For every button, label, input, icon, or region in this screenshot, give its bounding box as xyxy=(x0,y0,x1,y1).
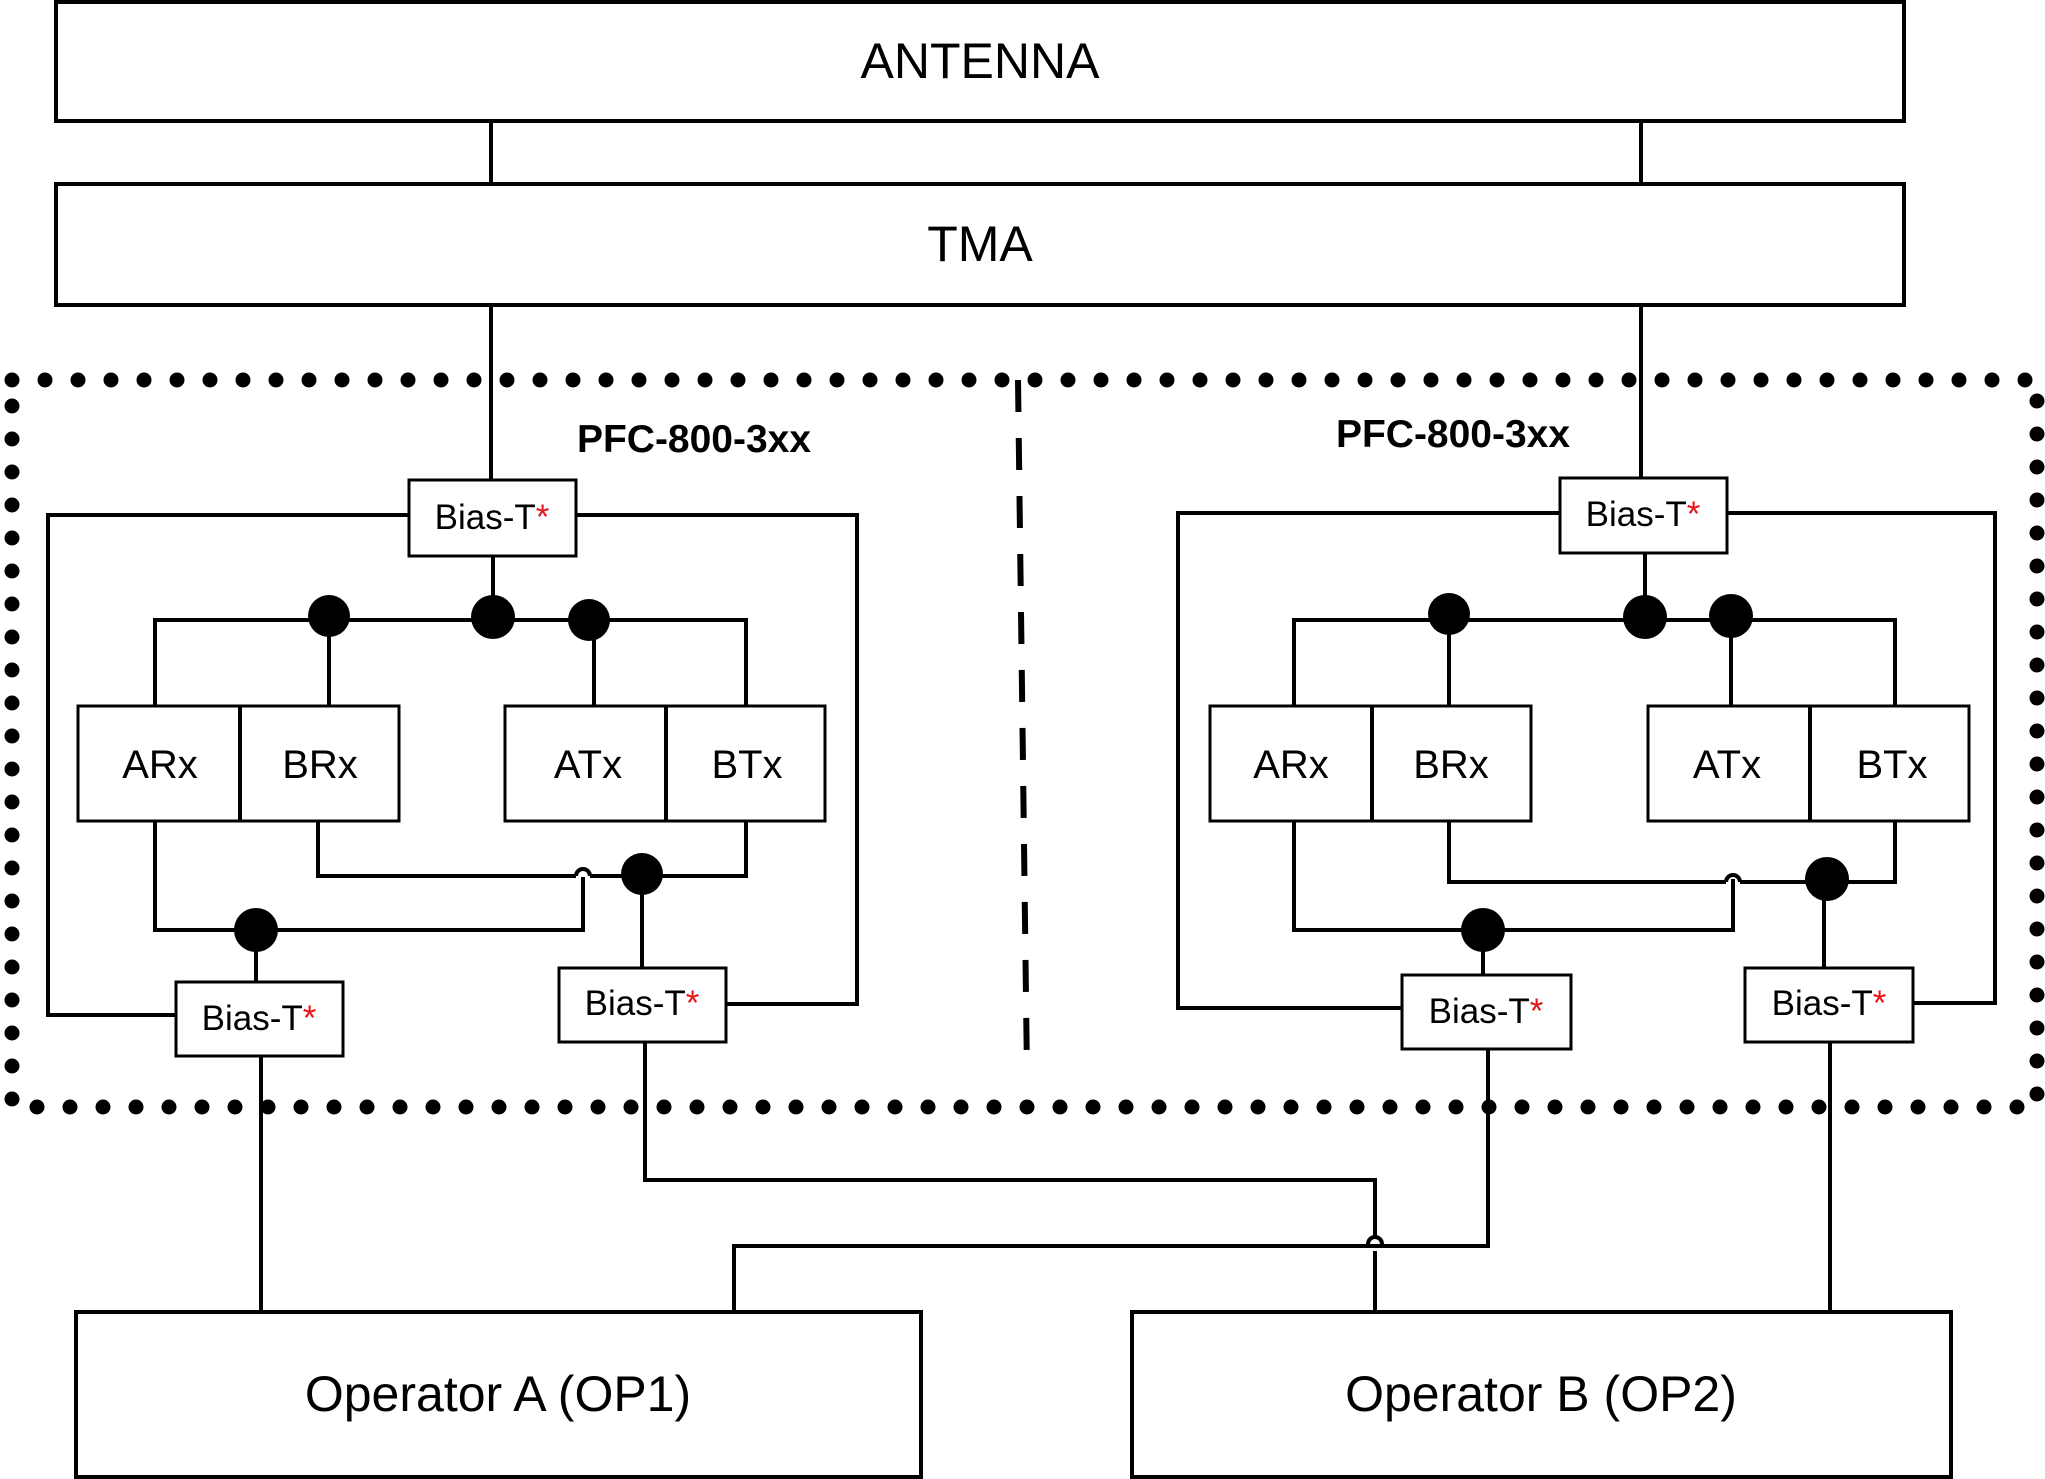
right-bias-t-bottom-right: Bias-T* xyxy=(1743,966,1915,1044)
right-tx-block: ATx BTx xyxy=(1646,704,1971,823)
left-tx-block: ATx BTx xyxy=(503,704,827,823)
brx-label: BRx xyxy=(1413,743,1489,787)
asterisk-marker: * xyxy=(303,999,317,1038)
arx-label: ARx xyxy=(122,743,198,787)
left-bias-t-top: Bias-T* xyxy=(407,478,578,558)
asterisk-marker: * xyxy=(1873,984,1887,1023)
left-bias-t-bottom-right: Bias-T* xyxy=(557,966,728,1044)
left-rx-block: ARx BRx xyxy=(76,704,401,823)
asterisk-marker: * xyxy=(1530,992,1544,1031)
bias-t-label: Bias-T xyxy=(435,498,536,537)
operator-b-block: Operator B (OP2) xyxy=(1130,1310,1953,1479)
asterisk-marker: * xyxy=(536,498,550,537)
antenna-label: ANTENNA xyxy=(861,33,1101,89)
operator-a-block: Operator A (OP1) xyxy=(74,1310,923,1479)
right-unit-junctions xyxy=(1428,593,1849,952)
right-bias-t-bottom-left: Bias-T* xyxy=(1400,973,1573,1051)
pfc-unit-divider xyxy=(1015,379,1030,1076)
arx-label: ARx xyxy=(1253,743,1329,787)
atx-label: ATx xyxy=(554,743,622,787)
svg-text:Bias-T*: Bias-T* xyxy=(585,984,700,1023)
left-unit-title: PFC-800-3xx xyxy=(577,418,811,461)
left-unit-junctions xyxy=(234,595,663,952)
bias-t-label: Bias-T xyxy=(1586,495,1687,534)
bias-t-label: Bias-T xyxy=(202,999,303,1038)
bias-t-label: Bias-T xyxy=(1772,984,1873,1023)
tma-block: TMA xyxy=(54,182,1906,307)
svg-text:Bias-T*: Bias-T* xyxy=(435,498,550,537)
left-bias-t-bottom-left: Bias-T* xyxy=(174,980,345,1058)
right-unit-title: PFC-800-3xx xyxy=(1336,413,1570,456)
right-rx-block: ARx BRx xyxy=(1208,704,1533,823)
svg-text:Bias-T*: Bias-T* xyxy=(1429,992,1544,1031)
btx-label: BTx xyxy=(711,743,782,787)
bias-t-label: Bias-T xyxy=(585,984,686,1023)
svg-text:Bias-T*: Bias-T* xyxy=(1772,984,1887,1023)
asterisk-marker: * xyxy=(686,984,700,1023)
right-unit-wiring xyxy=(732,305,1997,1312)
asterisk-marker: * xyxy=(1687,495,1701,534)
svg-text:Bias-T*: Bias-T* xyxy=(1586,495,1701,534)
svg-text:Bias-T*: Bias-T* xyxy=(202,999,317,1038)
operator-a-label: Operator A (OP1) xyxy=(305,1366,691,1422)
tma-label: TMA xyxy=(927,216,1033,272)
bias-t-label: Bias-T xyxy=(1429,992,1530,1031)
brx-label: BRx xyxy=(282,743,358,787)
btx-label: BTx xyxy=(1856,743,1927,787)
atx-label: ATx xyxy=(1693,743,1761,787)
pfc-enclosure-outline xyxy=(4,372,2045,1115)
right-bias-t-top: Bias-T* xyxy=(1558,476,1729,555)
operator-b-label: Operator B (OP2) xyxy=(1345,1366,1737,1422)
antenna-block: ANTENNA xyxy=(54,0,1906,123)
